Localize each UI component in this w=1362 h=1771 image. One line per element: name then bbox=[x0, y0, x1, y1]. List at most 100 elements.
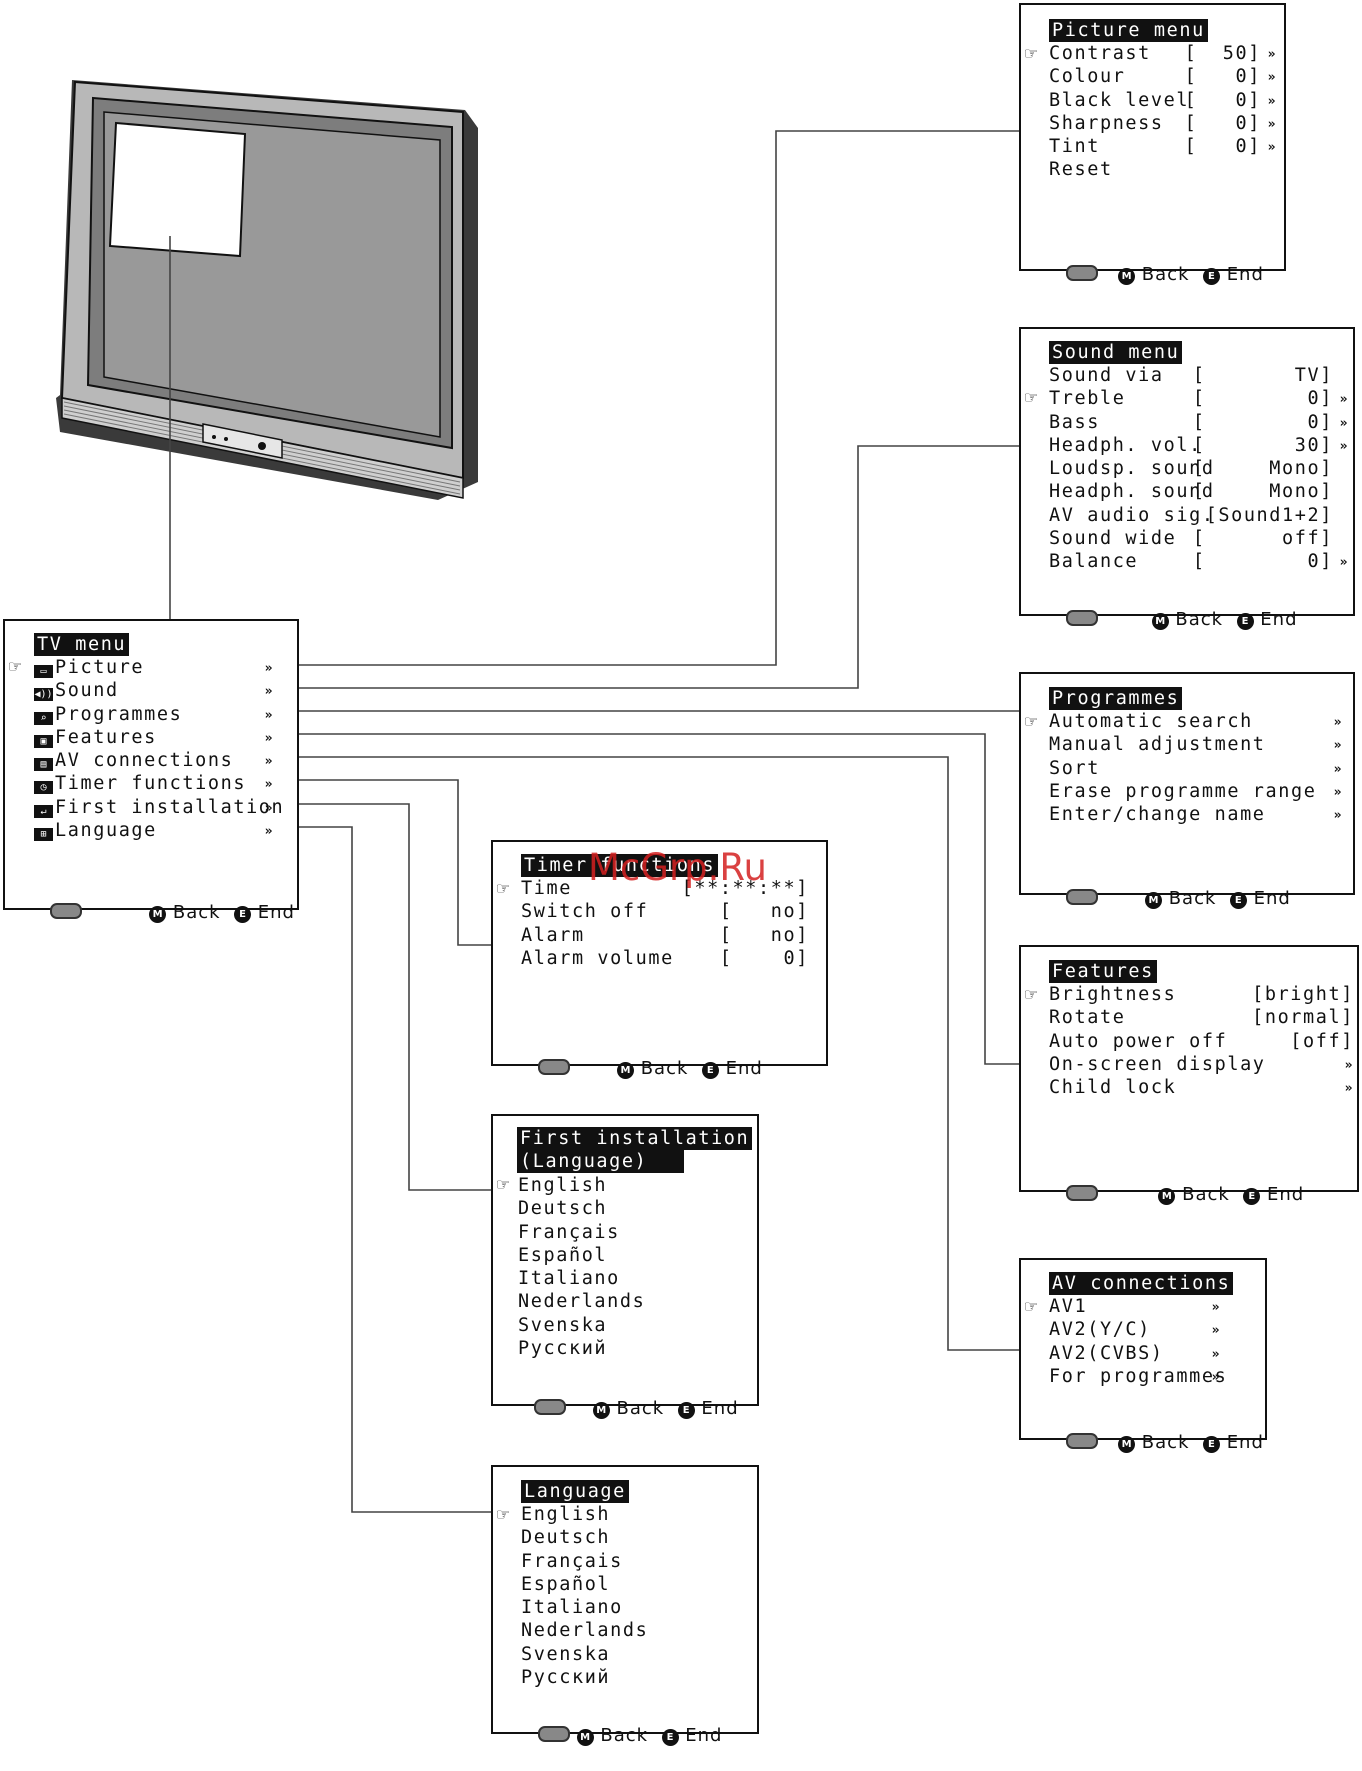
end-label[interactable]: End bbox=[725, 1058, 763, 1080]
features-menu-item[interactable]: Rotate[normal] bbox=[1049, 1006, 1354, 1029]
picture-menu-item-value: [ 0] bbox=[1184, 112, 1261, 134]
first-install-language-item-label: Русский bbox=[518, 1338, 608, 1360]
sound-menu-item[interactable]: Treble[ 0]» bbox=[1049, 387, 1349, 410]
programmes-menu-item[interactable]: Erase programme range» bbox=[1049, 780, 1349, 803]
tv-menu-item-label: AV connections bbox=[55, 750, 234, 772]
programmes-menu-item[interactable]: Automatic search» bbox=[1049, 710, 1349, 733]
end-label[interactable]: End bbox=[1226, 264, 1264, 286]
av-menu-item[interactable]: AV2(CVBS)» bbox=[1049, 1342, 1261, 1365]
programmes-menu-item[interactable]: Sort» bbox=[1049, 757, 1349, 780]
first-install-language-item[interactable]: Русский bbox=[518, 1337, 748, 1360]
sound-menu-item[interactable]: Headph. vol.[ 30]» bbox=[1049, 434, 1349, 457]
features-menu-item-label: Auto power off bbox=[1049, 1030, 1228, 1052]
hand-pointer-icon: ☞ bbox=[1025, 385, 1039, 409]
picture-menu-item[interactable]: Contrast[ 50]» bbox=[1049, 42, 1281, 65]
end-label[interactable]: End bbox=[257, 902, 295, 924]
programmes-menu-item-label: Erase programme range bbox=[1049, 780, 1317, 802]
end-key-icon: E bbox=[1243, 1188, 1261, 1206]
av-menu-item[interactable]: AV2(Y/C)» bbox=[1049, 1318, 1261, 1341]
first-install-language-item[interactable]: Italiano bbox=[518, 1267, 748, 1290]
tv-menu-item[interactable]: ◷Timer functions» bbox=[34, 772, 296, 795]
av-menu-item[interactable]: AV1» bbox=[1049, 1295, 1261, 1318]
end-key-icon: E bbox=[1202, 268, 1220, 286]
language-item[interactable]: Italiano bbox=[521, 1596, 751, 1619]
tv-menu-item[interactable]: ↵First installation» bbox=[34, 796, 296, 819]
end-key-icon: E bbox=[677, 1402, 695, 1420]
language-item[interactable]: Deutsch bbox=[521, 1526, 751, 1549]
features-menu-item[interactable]: Brightness[bright] bbox=[1049, 983, 1354, 1006]
av-menu-footer: M Back E End bbox=[1039, 1408, 1264, 1478]
back-label[interactable]: Back bbox=[1141, 264, 1190, 286]
end-key-icon: E bbox=[661, 1729, 679, 1747]
timer-menu-item[interactable]: Switch off[ no] bbox=[521, 900, 821, 923]
timer-menu-item[interactable]: Alarm[ no] bbox=[521, 924, 821, 947]
sound-menu-item[interactable]: Bass[ 0]» bbox=[1049, 411, 1349, 434]
features-menu-item[interactable]: Auto power off[off] bbox=[1049, 1030, 1354, 1053]
language-item[interactable]: Svenska bbox=[521, 1643, 751, 1666]
back-label[interactable]: Back bbox=[1182, 1184, 1230, 1206]
tv-menu-item[interactable]: ▣Features» bbox=[34, 726, 296, 749]
tv-menu-item[interactable]: ⌕Programmes» bbox=[34, 703, 296, 726]
tv-menu-item-label: Features bbox=[55, 726, 157, 748]
language-item[interactable]: English bbox=[521, 1503, 751, 1526]
first-install-language-item[interactable]: Español bbox=[518, 1244, 748, 1267]
language-item[interactable]: Русский bbox=[521, 1666, 751, 1689]
first-install-language-item[interactable]: Svenska bbox=[518, 1314, 748, 1337]
tv-menu-item[interactable]: ⊞Language» bbox=[34, 819, 296, 842]
submenu-arrow-icon: » bbox=[1267, 116, 1277, 132]
end-label[interactable]: End bbox=[1267, 1184, 1305, 1206]
language-item[interactable]: Nederlands bbox=[521, 1619, 751, 1642]
sound-menu-item[interactable]: Sound via[ TV] bbox=[1049, 364, 1349, 387]
tv-menu-item-label: Language bbox=[55, 820, 157, 842]
submenu-arrow-icon: » bbox=[1267, 70, 1277, 86]
sound-menu-item[interactable]: Headph. sound[ Mono] bbox=[1049, 480, 1349, 503]
first-install-language-item[interactable]: Deutsch bbox=[518, 1197, 748, 1220]
tv-menu-item[interactable]: ▭Picture» bbox=[34, 656, 296, 679]
back-label[interactable]: Back bbox=[1175, 609, 1224, 631]
line-sound bbox=[297, 445, 1020, 689]
picture-menu-item[interactable]: Black level[ 0]» bbox=[1049, 89, 1281, 112]
back-key-icon: M bbox=[1158, 1188, 1176, 1206]
picture-menu-item[interactable]: Sharpness[ 0]» bbox=[1049, 112, 1281, 135]
back-label[interactable]: Back bbox=[1141, 1432, 1190, 1454]
picture-menu-item[interactable]: Tint[ 0]» bbox=[1049, 135, 1281, 158]
first-install-language-item[interactable]: Français bbox=[518, 1221, 748, 1244]
back-label[interactable]: Back bbox=[1168, 888, 1217, 910]
picture-menu-item[interactable]: Colour[ 0]» bbox=[1049, 65, 1281, 88]
back-label[interactable]: Back bbox=[616, 1398, 665, 1420]
back-label[interactable]: Back bbox=[640, 1058, 689, 1080]
programmes-menu-item[interactable]: Enter/change name» bbox=[1049, 803, 1349, 826]
tv-menu-item-label: First installation bbox=[55, 796, 285, 818]
first-install-language-item[interactable]: English bbox=[518, 1174, 748, 1197]
features-menu-item-label: Child lock bbox=[1049, 1077, 1177, 1099]
sound-menu-item[interactable]: AV audio sig.[Sound1+2] bbox=[1049, 504, 1349, 527]
features-menu-item[interactable]: Child lock» bbox=[1049, 1076, 1354, 1099]
back-label[interactable]: Back bbox=[172, 902, 221, 924]
programmes-menu-item[interactable]: Manual adjustment» bbox=[1049, 733, 1349, 756]
sound-menu-item[interactable]: Sound wide[ off] bbox=[1049, 527, 1349, 550]
joystick-icon bbox=[1065, 889, 1098, 906]
av-menu-item[interactable]: For programmes» bbox=[1049, 1365, 1261, 1388]
joystick-icon bbox=[49, 903, 82, 920]
submenu-arrow-icon: » bbox=[1211, 1323, 1221, 1339]
timer-menu-item[interactable]: Alarm volume[ 0] bbox=[521, 947, 821, 970]
sound-menu-item[interactable]: Loudsp. sound[ Mono] bbox=[1049, 457, 1349, 480]
line-features bbox=[297, 733, 1020, 1065]
programmes-menu-title: Programmes bbox=[1049, 687, 1183, 711]
features-menu-item[interactable]: On-screen display» bbox=[1049, 1053, 1354, 1076]
sound-menu-item[interactable]: Balance[ 0]» bbox=[1049, 550, 1349, 573]
end-label[interactable]: End bbox=[701, 1398, 739, 1420]
tv-menu-item[interactable]: ▤AV connections» bbox=[34, 749, 296, 772]
language-item[interactable]: Français bbox=[521, 1550, 751, 1573]
picture-menu-item[interactable]: Reset bbox=[1049, 158, 1281, 181]
end-label[interactable]: End bbox=[1226, 1432, 1264, 1454]
joystick-icon bbox=[1065, 265, 1098, 282]
timer-menu-item[interactable]: Time[**:**:**] bbox=[521, 877, 821, 900]
first-install-language-item[interactable]: Nederlands bbox=[518, 1290, 748, 1313]
end-label[interactable]: End bbox=[1253, 888, 1291, 910]
end-label[interactable]: End bbox=[1260, 609, 1298, 631]
back-key-icon: M bbox=[1144, 892, 1162, 910]
language-item[interactable]: Español bbox=[521, 1573, 751, 1596]
tv-menu-item[interactable]: ◀))Sound» bbox=[34, 679, 296, 702]
